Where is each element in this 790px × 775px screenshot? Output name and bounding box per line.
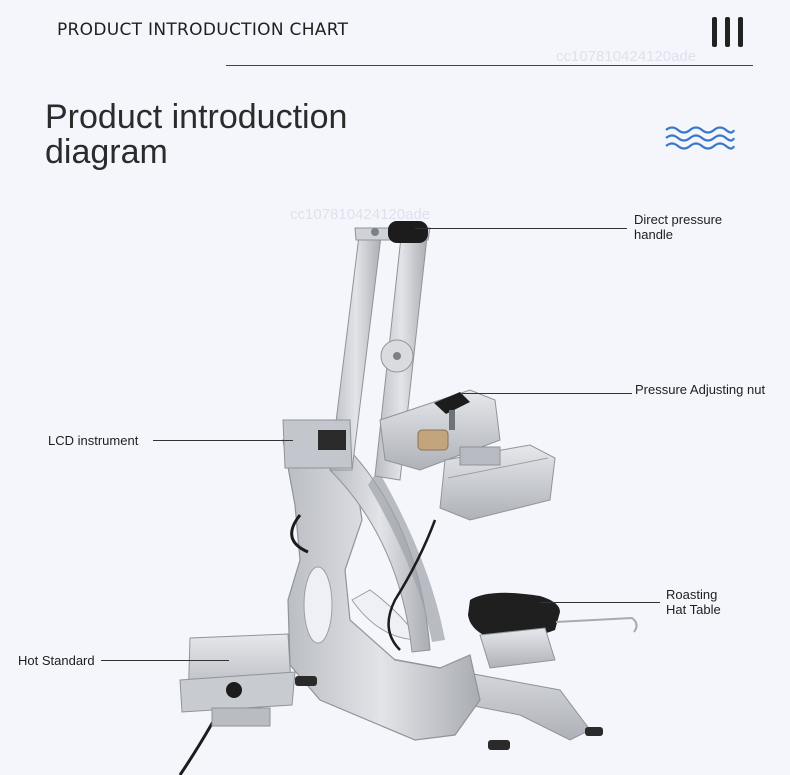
- page-title: Product introduction diagram: [45, 98, 348, 171]
- callout-nut-line: [462, 393, 632, 394]
- waves-icon: [665, 126, 736, 150]
- callout-nut-label: Pressure Adjusting nut: [635, 382, 766, 397]
- callout-hot-line: [101, 660, 229, 661]
- watermark: cc107810424120ade: [290, 206, 431, 223]
- callout-lcd-label: LCD instrument: [48, 433, 139, 448]
- callout-lcd-line: [153, 440, 293, 441]
- watermark: cc107810424120ade: [556, 48, 697, 65]
- header-divider: [226, 65, 753, 66]
- menu-bars-icon[interactable]: [712, 17, 744, 47]
- header-title: PRODUCT INTRODUCTION CHART: [57, 20, 349, 40]
- callout-handle-line: [415, 228, 627, 229]
- callout-table-label: Roasting Hat Table: [666, 587, 721, 617]
- callout-table-line: [540, 602, 660, 603]
- callout-handle-label: Direct pressure handle: [634, 212, 723, 242]
- callout-hot-label: Hot Standard: [18, 653, 95, 668]
